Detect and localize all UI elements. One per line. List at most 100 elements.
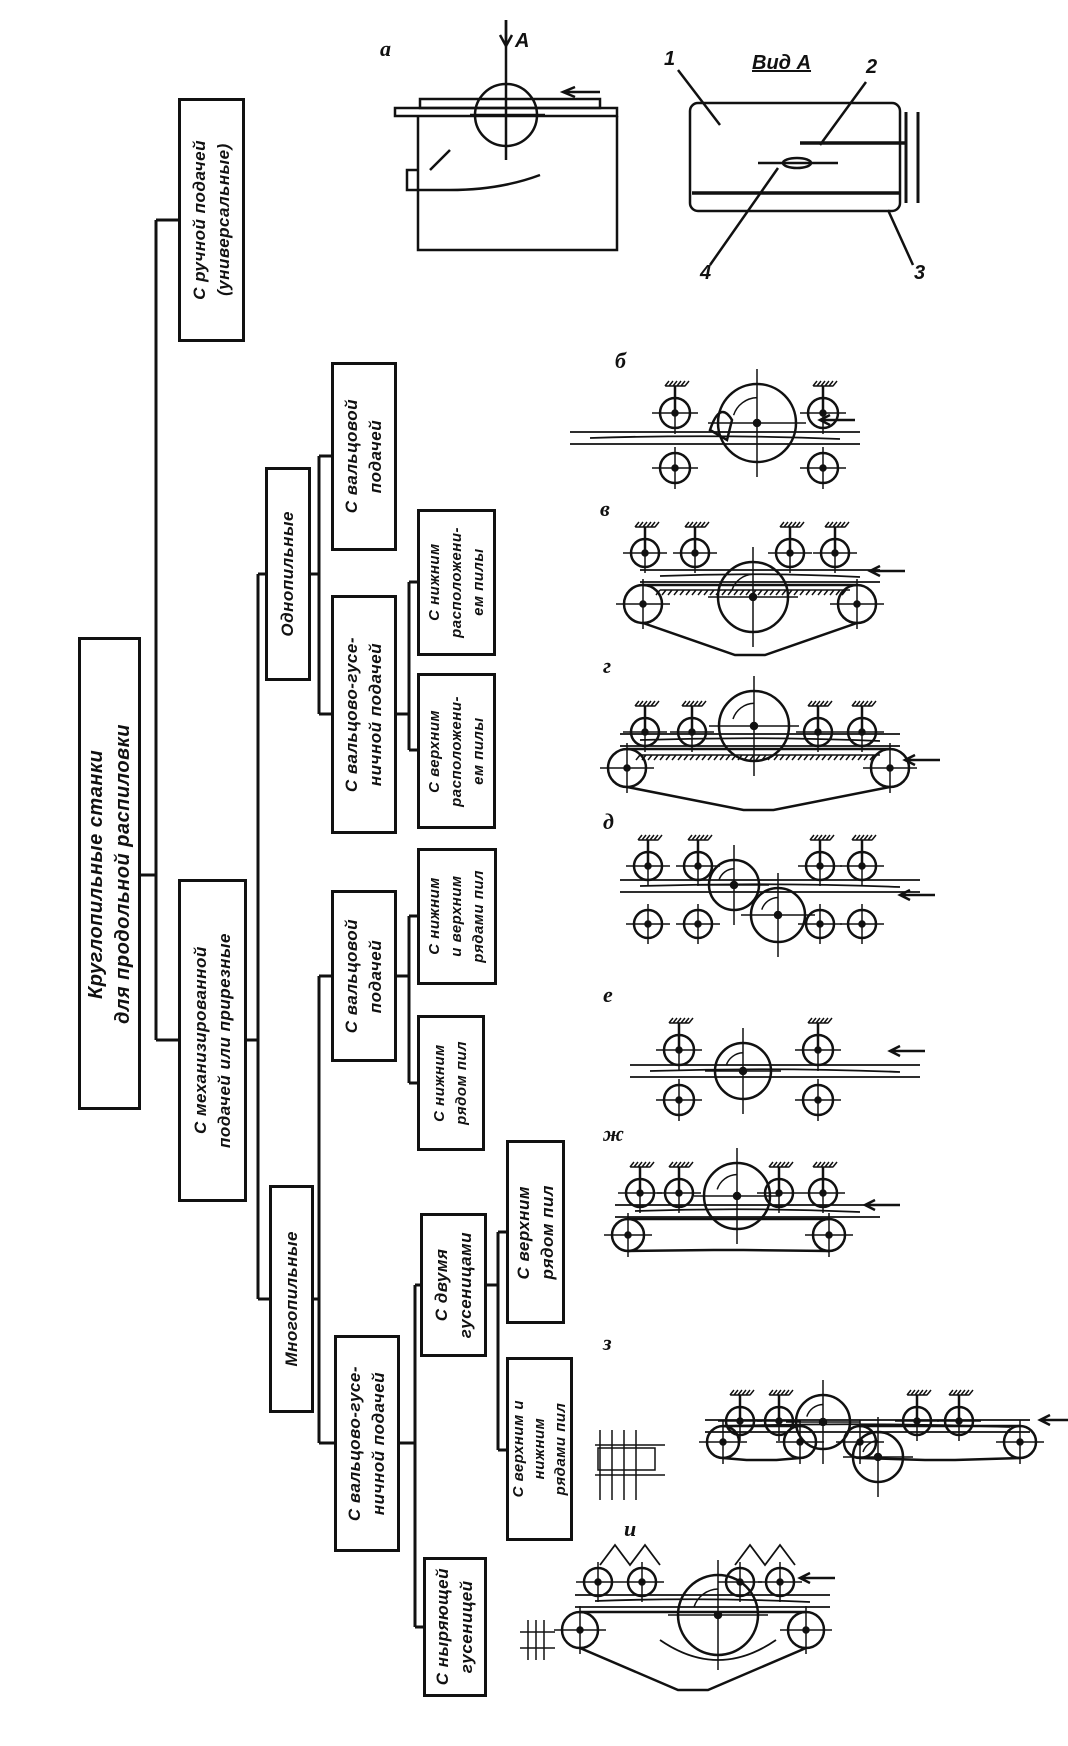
spring-mount-hatch [668, 1161, 694, 1168]
multi-roller-feed-box: С вальцовой подачей [331, 890, 397, 1062]
roller-center [675, 1096, 683, 1104]
scheme-label-d: д [603, 809, 614, 834]
feed-arrow [797, 1571, 835, 1585]
riving-knife [708, 410, 734, 442]
rotation-arrow [718, 868, 735, 881]
track-belt [627, 1217, 830, 1253]
workpiece-board [705, 1419, 1030, 1433]
roller-center [624, 1231, 632, 1239]
spring-mount-hatch [851, 834, 877, 841]
spring-mount-hatch [824, 521, 850, 528]
callout-4: 4 [700, 262, 712, 284]
workpiece [418, 97, 602, 110]
spring-mount-hatch [809, 834, 835, 841]
rotation-arrow [716, 1173, 738, 1190]
fence [692, 141, 906, 195]
leader-lines [677, 69, 915, 266]
spring-mount-hatch [687, 834, 713, 841]
scheme-a-drawing [393, 20, 619, 252]
saw-center [732, 1191, 742, 1201]
roller-center [694, 920, 702, 928]
roller-center [816, 920, 824, 928]
connector-two-tracks [487, 1230, 506, 1452]
upper-row-box: С верхним рядом пил [506, 1140, 565, 1324]
diving-track-box: С ныряющей гусеницей [423, 1557, 487, 1697]
spring-mount-hatch [812, 380, 838, 387]
feed-arrow [1037, 1413, 1068, 1427]
upper-lower-rows-box: С верхним и нижним рядами пил [506, 1357, 573, 1541]
rotation-arrow [862, 1440, 879, 1453]
feed-arrow [887, 1044, 925, 1058]
roller-center [671, 464, 679, 472]
saw-center [713, 1610, 723, 1620]
root-box: Круглопильные станки для продольной расп… [78, 637, 141, 1110]
saw-center [773, 910, 783, 920]
callout-2: 2 [866, 56, 878, 78]
feed-arrow [902, 753, 940, 767]
spring-mount-hatch [681, 700, 707, 707]
workpiece-board [575, 1594, 830, 1608]
machine-frame [405, 116, 619, 252]
saw-set-icon [595, 1430, 665, 1500]
spring-mount-hatch [807, 1017, 833, 1024]
scheme-label-b: б [615, 348, 626, 373]
callout-1: 1 [664, 48, 676, 70]
connector-mechanized [247, 572, 269, 1301]
spring-mount-hatch [812, 1161, 838, 1168]
feed-arrow [817, 413, 855, 427]
spring-mount-hatch [637, 834, 663, 841]
roller-center [814, 1096, 822, 1104]
connector-single-saw [311, 454, 331, 716]
section-arrow-label: А [515, 30, 530, 52]
spring-zigzag [599, 1543, 796, 1567]
single-lower-saw-box: С нижним расположени- ем пилы [417, 509, 496, 656]
riving-knife [781, 156, 813, 170]
spring-mount-hatch [684, 521, 710, 528]
saw-center [752, 418, 762, 428]
multi-saw-box: Многопильные [269, 1185, 314, 1413]
rotation-arrow [732, 396, 758, 416]
multi-roller-track-feed-box: С вальцово-гусе- ничной подачей [334, 1335, 400, 1552]
rotation-arrow [725, 1052, 744, 1066]
saw-center [748, 592, 758, 602]
rotation-arrow [693, 1588, 719, 1608]
saw-center [729, 880, 739, 890]
machine-table [635, 754, 880, 761]
workpiece-board [620, 879, 920, 893]
scheme-label-g: г [603, 653, 612, 678]
spring-mount-hatch [779, 521, 805, 528]
roller-center [853, 600, 861, 608]
manual-feed-box: С ручной подачей (универсальные) [178, 98, 245, 342]
scheme-label-i: и [624, 1516, 637, 1541]
connector-multi-saw [314, 974, 334, 1445]
multi-lower-row-box: С нижним рядом пил [417, 1015, 485, 1151]
rotation-arrow [731, 573, 754, 591]
roller-center [638, 1578, 646, 1586]
callout-3: 3 [914, 262, 926, 284]
roller-center [802, 1626, 810, 1634]
saw-center [873, 1452, 883, 1462]
multi-upper-lower-rows-box: С нижним и верхним рядами пил [417, 848, 497, 985]
spring-mount-hatch [851, 700, 877, 707]
roller-center [576, 1626, 584, 1634]
saw-center [749, 721, 759, 731]
spring-mount-hatch [768, 1161, 794, 1168]
scheme-label-a: а [380, 36, 391, 61]
direction-arrow-a [498, 20, 514, 49]
saw-set-icon [520, 1620, 555, 1660]
spring-mount-hatch [729, 1389, 755, 1396]
single-saw-box: Однопильные [265, 467, 311, 681]
roller-center [623, 764, 631, 772]
feed-arrow [559, 85, 600, 99]
rotation-arrow [806, 1403, 824, 1417]
connector-multi-roller-track [400, 1283, 423, 1629]
roller-center [886, 764, 894, 772]
roller-center [736, 1578, 744, 1586]
spring-mount-hatch [768, 1389, 794, 1396]
roller-center [796, 1438, 804, 1446]
single-roller-feed-box: С вальцовой подачей [331, 362, 397, 551]
saw-center [818, 1417, 828, 1427]
spring-mount-hatch [629, 1161, 655, 1168]
scheme-label-v: в [600, 496, 610, 521]
